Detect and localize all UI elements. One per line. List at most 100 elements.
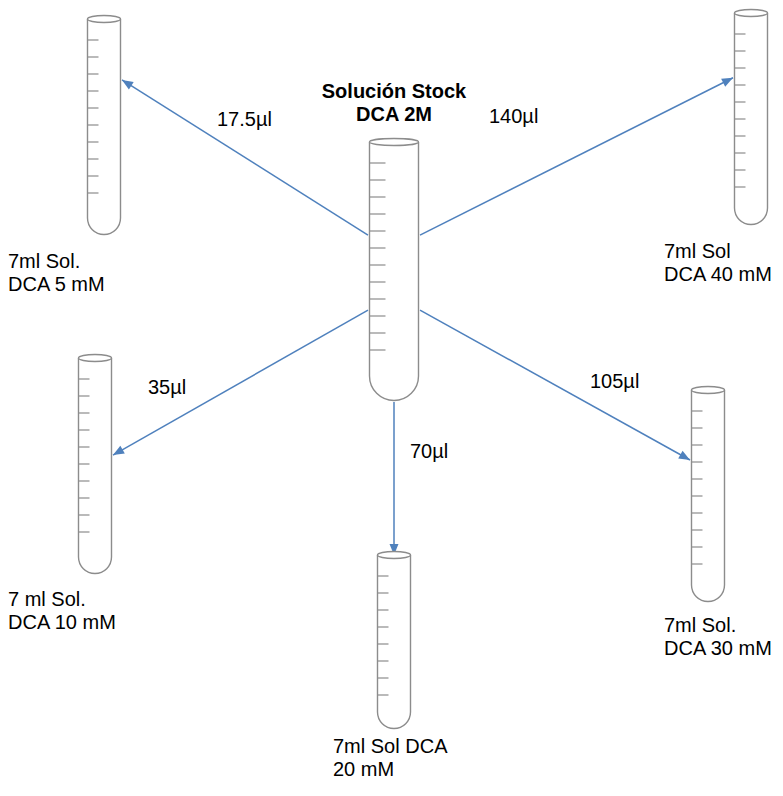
volume-label: 140µl	[487, 105, 540, 127]
graduation-mark	[370, 162, 386, 163]
graduation-mark	[692, 495, 703, 496]
graduation-mark	[735, 186, 746, 187]
graduation-mark	[692, 427, 703, 428]
graduation-mark	[370, 332, 386, 333]
test-tube	[376, 550, 412, 730]
graduation-mark	[79, 395, 90, 396]
tube-mouth	[692, 387, 725, 394]
graduation-mark	[79, 514, 90, 515]
graduation-mark	[79, 378, 90, 379]
arrow-line	[113, 310, 368, 455]
arrow-head	[721, 78, 733, 87]
graduation-mark	[378, 660, 389, 661]
arrow-head	[678, 451, 690, 460]
test-tube	[733, 8, 769, 226]
graduation-mark	[79, 480, 90, 481]
graduation-mark	[370, 264, 386, 265]
graduation-mark	[378, 677, 389, 678]
tube-body	[735, 13, 768, 225]
volume-label: 70µl	[408, 440, 450, 462]
test-tube	[77, 353, 113, 575]
graduation-mark	[88, 158, 99, 159]
graduation-mark	[88, 90, 99, 91]
graduation-mark	[735, 33, 746, 34]
tube-shape	[690, 385, 726, 603]
test-tube	[690, 385, 726, 603]
tube-body	[79, 358, 112, 574]
tube-node: 7ml Sol. DCA 30 mM	[664, 385, 779, 660]
graduation-mark	[79, 412, 90, 413]
tube-shape	[368, 137, 420, 402]
dilution-arrow	[113, 310, 368, 455]
graduation-mark	[735, 84, 746, 85]
graduation-mark	[370, 247, 386, 248]
tube-shape	[733, 8, 769, 226]
tube-body	[88, 19, 121, 235]
graduation-mark	[88, 141, 99, 142]
arrow-line	[420, 78, 733, 235]
tube-node: 7ml Sol. DCA 5 mM	[8, 14, 122, 296]
volume-label: 17.5µl	[215, 108, 274, 130]
graduation-mark	[735, 67, 746, 68]
tube-body	[692, 390, 725, 602]
graduation-mark	[692, 563, 703, 564]
graduation-mark	[692, 461, 703, 462]
graduation-mark	[88, 107, 99, 108]
graduation-mark	[88, 39, 99, 40]
graduation-mark	[692, 512, 703, 513]
tube-label: 7 ml Sol. DCA 10 mM	[8, 588, 124, 634]
tube-mouth	[735, 10, 768, 17]
stock-title: Solución Stock DCA 2M	[319, 80, 469, 126]
graduation-mark	[735, 152, 746, 153]
tube-mouth	[370, 139, 419, 146]
graduation-mark	[378, 694, 389, 695]
graduation-mark	[735, 135, 746, 136]
tube-shape	[376, 550, 412, 730]
arrow-head	[113, 446, 125, 455]
dilution-arrow	[420, 310, 690, 460]
graduation-mark	[88, 175, 99, 176]
tube-node: 7ml Sol DCA 20 mM	[333, 550, 458, 781]
graduation-mark	[88, 56, 99, 57]
arrow-head	[122, 80, 134, 90]
graduation-mark	[692, 546, 703, 547]
graduation-mark	[378, 626, 389, 627]
graduation-mark	[370, 213, 386, 214]
graduation-mark	[378, 643, 389, 644]
graduation-mark	[692, 478, 703, 479]
graduation-mark	[692, 529, 703, 530]
graduation-mark	[79, 429, 90, 430]
graduation-mark	[79, 531, 90, 532]
graduation-mark	[692, 444, 703, 445]
tube-body	[370, 142, 419, 401]
graduation-mark	[378, 609, 389, 610]
graduation-mark	[79, 497, 90, 498]
arrow-line	[420, 310, 690, 460]
volume-label: 35µl	[146, 376, 188, 398]
tube-body	[378, 555, 411, 729]
tube-label: 7ml Sol. DCA 30 mM	[664, 614, 779, 660]
tube-node: Solución Stock DCA 2M	[319, 80, 469, 402]
tube-mouth	[79, 355, 112, 362]
graduation-mark	[378, 575, 389, 576]
volume-label: 105µl	[588, 370, 641, 392]
graduation-mark	[79, 446, 90, 447]
graduation-mark	[79, 463, 90, 464]
test-tube	[368, 137, 420, 402]
graduation-mark	[370, 315, 386, 316]
graduation-mark	[370, 196, 386, 197]
graduation-mark	[692, 410, 703, 411]
graduation-mark	[370, 179, 386, 180]
dilution-arrow	[390, 402, 399, 555]
arrow-line	[122, 80, 368, 235]
arrow-line	[393, 402, 395, 555]
dilution-arrow	[122, 80, 368, 235]
graduation-mark	[88, 124, 99, 125]
graduation-mark	[88, 73, 99, 74]
graduation-mark	[88, 192, 99, 193]
graduation-mark	[370, 298, 386, 299]
tube-shape	[86, 14, 122, 236]
graduation-mark	[370, 281, 386, 282]
tube-label: 7ml Sol DCA 40 mM	[664, 240, 775, 286]
